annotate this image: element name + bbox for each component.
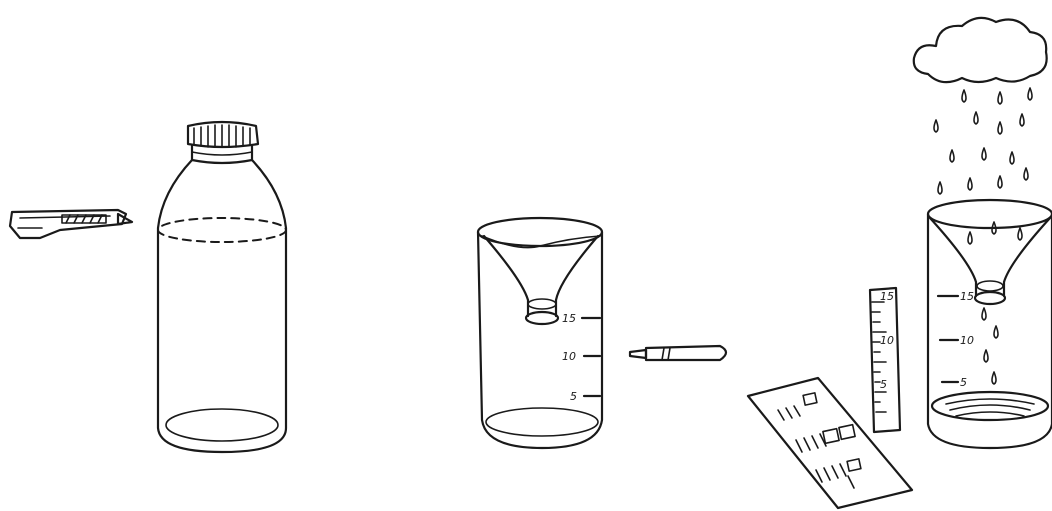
raindrop-icon [998,92,1002,104]
raindrop-icon [950,150,954,162]
ruler-icon: 15 10 5 [870,288,900,432]
raindrop-icon [974,112,978,124]
step-cut-bottle [10,122,286,452]
scale-label-5: 5 [570,390,577,403]
svg-text:5: 5 [880,378,887,391]
raindrop-icon [938,182,942,194]
raindrop-icon [998,176,1002,188]
raindrops [934,88,1032,194]
step-mark-scale: 15 10 5 [478,218,726,448]
measuring-cup: 15 10 5 [478,218,602,448]
raindrop-icon [1010,152,1014,164]
raindrop-icon [934,120,938,132]
raindrop-icon [998,122,1002,134]
utility-knife-icon [10,210,132,238]
bottle-icon [158,122,286,452]
scale-label-10: 10 [562,350,576,363]
gauge-label-5: 5 [960,376,967,389]
marker-pen-icon [630,346,726,360]
cloud-icon [914,18,1047,82]
scale-label-15: 15 [562,312,576,325]
gauge-label-10: 10 [960,334,974,347]
raindrop-icon [1028,88,1032,100]
raindrop-icon [1020,114,1024,126]
svg-text:15: 15 [880,290,894,303]
svg-text:10: 10 [880,334,894,347]
raindrop-icon [962,90,966,102]
step-collect-rain: 15 10 5 15 10 [748,18,1052,508]
rain-gauge: 15 10 5 [928,200,1052,448]
gauge-label-15: 15 [960,290,974,303]
raindrop-icon [1024,168,1028,180]
notepad-icon [748,378,912,508]
raindrop-icon [982,148,986,160]
raindrop-icon [968,178,972,190]
